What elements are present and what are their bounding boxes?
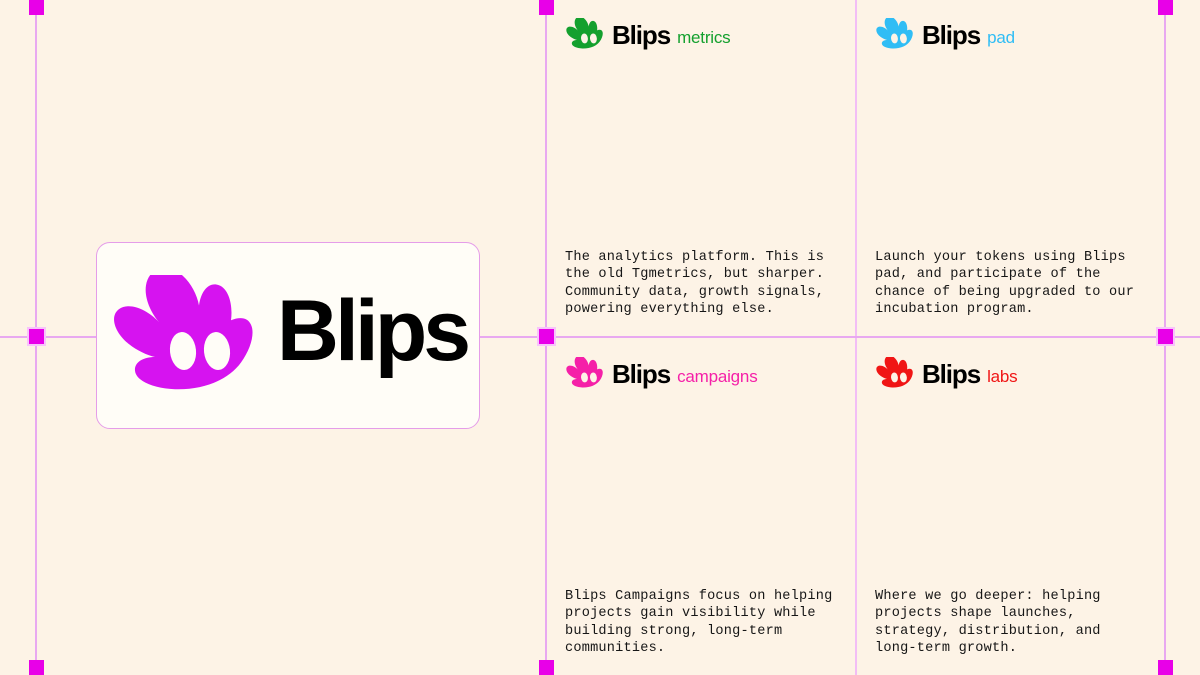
- guide-handle-center-right[interactable]: [1158, 329, 1173, 344]
- product-name-labs: Blips: [922, 358, 981, 389]
- product-logo-pad: Blips pad: [875, 16, 1150, 51]
- product-description-campaigns: Blips Campaigns focus on helping project…: [565, 589, 833, 656]
- product-name-metrics: Blips: [612, 19, 671, 50]
- guide-handle-bottom-right[interactable]: [1158, 660, 1173, 675]
- product-description-metrics: The analytics platform. This is the old …: [565, 250, 825, 317]
- blips-eye-left: [169, 331, 196, 370]
- product-panel-labs[interactable]: Blips labs Where we go deeper: helping p…: [875, 355, 1160, 657]
- primary-wordmark: Blips: [276, 282, 471, 379]
- product-description-pad: Launch your tokens using Blips pad, and …: [875, 250, 1135, 317]
- product-description-labs: Where we go deeper: helping projects sha…: [875, 589, 1101, 656]
- blips-mark-icon: [875, 16, 915, 51]
- primary-logo-card[interactable]: Blips: [96, 242, 480, 429]
- guide-handle-bottom-mid[interactable]: [539, 660, 554, 675]
- guide-line-horizontal-mid[interactable]: [0, 336, 1200, 338]
- product-logo-metrics: Blips metrics: [565, 16, 840, 51]
- product-suffix-campaigns: campaigns: [677, 367, 758, 386]
- product-panel-campaigns[interactable]: Blips campaigns Blips Campaigns focus on…: [565, 355, 850, 657]
- guide-handle-top-left[interactable]: [29, 0, 44, 15]
- product-name-pad: Blips: [922, 19, 981, 50]
- product-name-campaigns: Blips: [612, 358, 671, 389]
- product-suffix-labs: labs: [987, 367, 1018, 386]
- blips-mark-icon: [565, 16, 605, 51]
- product-suffix-pad: pad: [987, 28, 1015, 47]
- blips-eye-right: [203, 331, 230, 370]
- guide-handle-bottom-left[interactable]: [29, 660, 44, 675]
- product-panel-pad[interactable]: Blips pad Launch your tokens using Blips…: [875, 16, 1150, 318]
- blips-mark-icon: [565, 355, 605, 390]
- product-logo-campaigns: Blips campaigns: [565, 355, 850, 390]
- product-logo-labs: Blips labs: [875, 355, 1160, 390]
- guide-handle-top-right[interactable]: [1158, 0, 1173, 15]
- product-suffix-metrics: metrics: [677, 28, 731, 47]
- blips-blob-shape: [113, 267, 253, 389]
- guide-handle-top-mid[interactable]: [539, 0, 554, 15]
- blips-mark-icon: [875, 355, 915, 390]
- product-panel-metrics[interactable]: Blips metrics The analytics platform. Th…: [565, 16, 840, 318]
- blips-mark-icon: [109, 267, 261, 397]
- guide-handle-center-mid[interactable]: [539, 329, 554, 344]
- guide-handle-center-left[interactable]: [29, 329, 44, 344]
